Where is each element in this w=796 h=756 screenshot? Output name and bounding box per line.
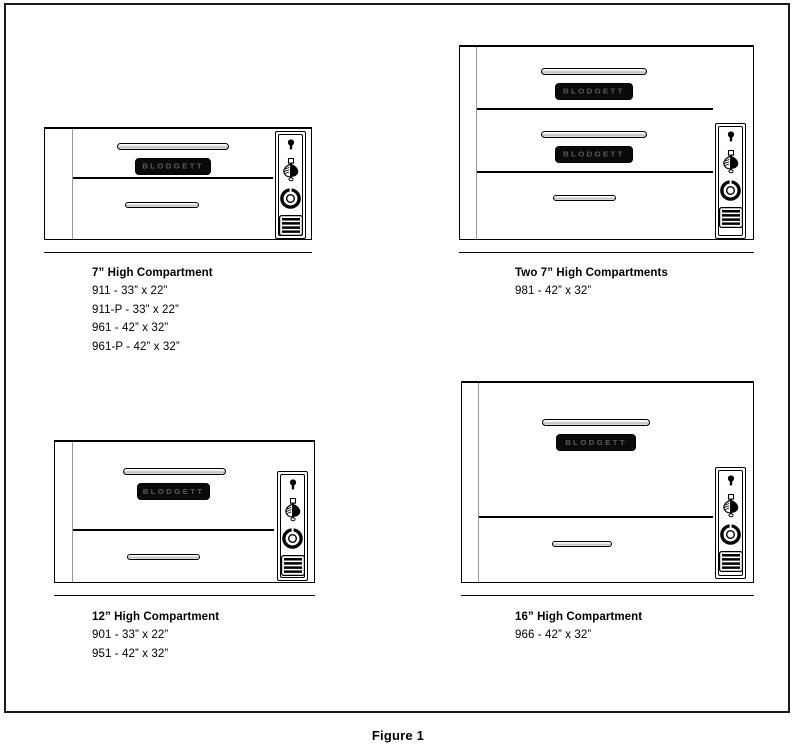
storage-compartment[interactable]: [73, 179, 273, 239]
cabinet-side-panel: [461, 383, 479, 582]
door-handle[interactable]: [540, 68, 647, 75]
control-panel[interactable]: [715, 467, 746, 579]
pilot-light-icon[interactable]: [284, 138, 298, 158]
control-panel[interactable]: [277, 471, 308, 581]
brand-nameplate: BLODGETT: [137, 483, 210, 500]
figure-border: BLODGETT: [4, 3, 790, 713]
door-handle[interactable]: [542, 419, 650, 426]
brand-nameplate: BLODGETT: [554, 146, 633, 163]
cabinet-base-plinth: [459, 239, 754, 253]
oven-door-1[interactable]: BLODGETT: [73, 442, 274, 531]
label-block-two-7in: Two 7” High Compartments 981 - 42” x 32”: [515, 267, 668, 304]
unit-title: 16” High Compartment: [515, 611, 643, 623]
label-block-12in: 12” High Compartment 901 - 33” x 22” 951…: [92, 611, 219, 666]
gas-valve-knob-icon[interactable]: [720, 149, 742, 179]
oven-door-1[interactable]: BLODGETT: [73, 129, 273, 179]
gas-valve-knob-icon[interactable]: [720, 493, 742, 523]
oven-door-2[interactable]: BLODGETT: [477, 110, 713, 173]
cabinet-side-panel: [459, 47, 477, 239]
louver-vent-icon[interactable]: [718, 207, 743, 233]
brand-wordmark: BLODGETT: [563, 87, 625, 96]
door-handle[interactable]: [540, 131, 647, 138]
pilot-light-icon[interactable]: [724, 130, 738, 150]
storage-compartment[interactable]: [479, 518, 713, 582]
oven-unit-two-7in: BLODGETT BLODGETT: [459, 38, 754, 253]
brand-wordmark: BLODGETT: [142, 487, 205, 496]
storage-handle[interactable]: [551, 541, 613, 547]
unit-model: 911-P - 33” x 22”: [92, 303, 179, 316]
oven-unit-12in: BLODGETT: [54, 433, 315, 596]
unit-model: 966 - 42” x 32”: [515, 629, 592, 641]
unit-title: 7” High Compartment: [92, 267, 213, 279]
thermostat-dial-icon[interactable]: [279, 187, 302, 215]
cabinet-top-rail: [461, 374, 754, 383]
unit-model: 961 - 42” x 32”: [92, 322, 169, 334]
cabinet-base-plinth: [44, 239, 312, 253]
cabinet-top-rail: [44, 120, 312, 129]
louver-vent-icon[interactable]: [278, 215, 303, 241]
oven-door-1[interactable]: BLODGETT: [477, 47, 713, 110]
oven-unit-16in: BLODGETT: [461, 374, 754, 596]
louver-vent-icon[interactable]: [718, 551, 743, 577]
door-handle[interactable]: [123, 468, 226, 475]
unit-title: Two 7” High Compartments: [515, 267, 668, 279]
door-handle[interactable]: [117, 143, 229, 150]
figure-caption: Figure 1: [371, 728, 425, 743]
brand-wordmark: BLODGETT: [565, 438, 627, 447]
cabinet-side-panel: [44, 129, 73, 239]
brand-nameplate: BLODGETT: [554, 83, 633, 100]
storage-compartment[interactable]: [477, 173, 713, 239]
cabinet-side-panel: [54, 442, 73, 582]
oven-unit-7in: BLODGETT: [44, 120, 312, 253]
brand-nameplate: BLODGETT: [556, 434, 636, 451]
unit-model: 951 - 42” x 32”: [92, 647, 169, 660]
brand-nameplate: BLODGETT: [135, 158, 211, 175]
thermostat-dial-icon[interactable]: [719, 179, 742, 207]
cabinet-base-plinth: [461, 582, 754, 596]
control-panel[interactable]: [275, 131, 306, 239]
gas-valve-knob-icon[interactable]: [282, 497, 304, 527]
louver-vent-icon[interactable]: [280, 555, 305, 581]
thermostat-dial-icon[interactable]: [281, 527, 304, 555]
brand-wordmark: BLODGETT: [563, 150, 625, 159]
thermostat-dial-icon[interactable]: [719, 523, 742, 551]
control-panel[interactable]: [715, 123, 746, 239]
unit-model: 901 - 33” x 22”: [92, 629, 169, 641]
storage-handle[interactable]: [127, 554, 200, 560]
gas-valve-knob-icon[interactable]: [280, 157, 302, 187]
cabinet-top-rail: [54, 433, 315, 442]
oven-door-1[interactable]: BLODGETT: [479, 383, 713, 518]
storage-compartment[interactable]: [73, 531, 274, 582]
cabinet-top-rail: [459, 38, 754, 47]
cabinet-base-plinth: [54, 582, 315, 596]
unit-model: 961-P - 42” x 32”: [92, 340, 180, 353]
label-block-7in: 7” High Compartment 911 - 33” x 22” 911-…: [92, 267, 213, 359]
pilot-light-icon[interactable]: [724, 474, 738, 494]
unit-model: 911 - 33” x 22”: [92, 285, 168, 297]
label-block-16in: 16” High Compartment 966 - 42” x 32”: [515, 611, 642, 648]
unit-title: 12” High Compartment: [92, 611, 220, 623]
pilot-light-icon[interactable]: [286, 478, 300, 498]
storage-handle[interactable]: [552, 195, 617, 201]
storage-handle[interactable]: [125, 202, 199, 208]
brand-wordmark: BLODGETT: [142, 162, 204, 171]
unit-model: 981 - 42” x 32”: [515, 285, 592, 297]
